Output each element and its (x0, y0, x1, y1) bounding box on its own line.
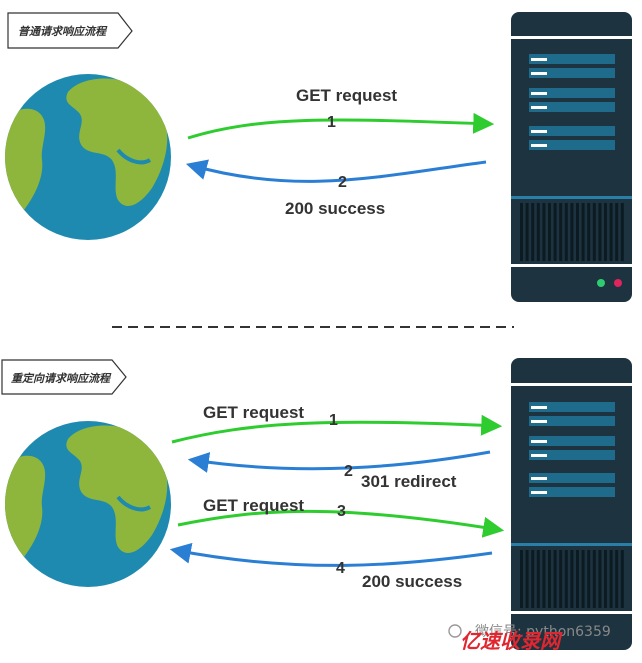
arrow-label-200-success-1: 200 success (285, 199, 385, 218)
wechat-icon (448, 624, 462, 638)
server-vent (531, 550, 535, 608)
arrow-label-get-request-1: GET request (296, 86, 397, 105)
server-vent (570, 550, 574, 608)
watermark-account: 微信号: python6359 (475, 624, 611, 640)
server-vent (525, 550, 529, 608)
server-vent (615, 203, 619, 261)
server-vent (559, 203, 563, 261)
arrow-301-redirect (187, 450, 491, 473)
arrow-get-request-2 (171, 414, 503, 444)
server-vent (620, 203, 624, 261)
step-number-2-1: 1 (329, 412, 338, 429)
server-vent (581, 550, 585, 608)
step-number-2-3: 3 (337, 503, 346, 520)
section-tag-redirect: 重定向请求响应流程 (1, 359, 127, 395)
watermark: 微信号: python6359 亿速收录网 (448, 624, 611, 653)
server-vent (587, 550, 591, 608)
server-vent (587, 203, 591, 261)
server-vent (536, 550, 540, 608)
globe-icon-client-1 (5, 74, 171, 240)
arrow-get-request-1 (187, 112, 495, 140)
step-number-2-2: 2 (344, 463, 353, 480)
server-vent (570, 203, 574, 261)
server-vent (536, 203, 540, 261)
server-icon-2 (511, 358, 632, 650)
server-vent (559, 550, 563, 608)
server-vent (564, 203, 568, 261)
section-title-normal: 普通请求响应流程 (18, 25, 108, 38)
arrow-label-301-redirect: 301 redirect (361, 472, 457, 491)
server-vent (576, 550, 579, 608)
server-vent (604, 550, 607, 608)
step-number-2-4: 4 (336, 560, 345, 577)
globe-icon-client-2 (5, 421, 171, 587)
server-vent (553, 550, 557, 608)
server-vent (609, 203, 613, 261)
arrow-label-200-success-2: 200 success (362, 572, 462, 591)
section-tag-normal: 普通请求响应流程 (7, 12, 133, 49)
server-vent (520, 203, 523, 261)
arrow-label-get-request-3: GET request (203, 496, 304, 515)
arrow-label-get-request-2: GET request (203, 403, 304, 422)
server-vent (553, 203, 557, 261)
section-title-redirect: 重定向请求响应流程 (11, 372, 112, 385)
server-vent (592, 550, 596, 608)
arrow-get-request-3 (177, 509, 505, 538)
arrow-200-success-1 (185, 159, 487, 183)
server-vent (525, 203, 529, 261)
server-vent (531, 203, 535, 261)
server-icon-1 (511, 12, 632, 302)
server-vent (564, 550, 568, 608)
server-vent (542, 203, 546, 261)
server-vent (520, 550, 523, 608)
server-vent (592, 203, 596, 261)
step-number-2: 2 (338, 174, 347, 191)
server-vent (548, 550, 551, 608)
server-vent (548, 203, 551, 261)
server-vent (604, 203, 607, 261)
server-vent (598, 203, 602, 261)
watermark-brand: 亿速收录网 (460, 629, 563, 653)
arrow-200-success-2 (169, 542, 493, 567)
server-vent (576, 203, 579, 261)
server-vent (609, 550, 613, 608)
step-number-1: 1 (327, 114, 336, 131)
server-vent (620, 550, 624, 608)
server-vent (615, 550, 619, 608)
server-vent (542, 550, 546, 608)
server-vent (581, 203, 585, 261)
server-vent (598, 550, 602, 608)
